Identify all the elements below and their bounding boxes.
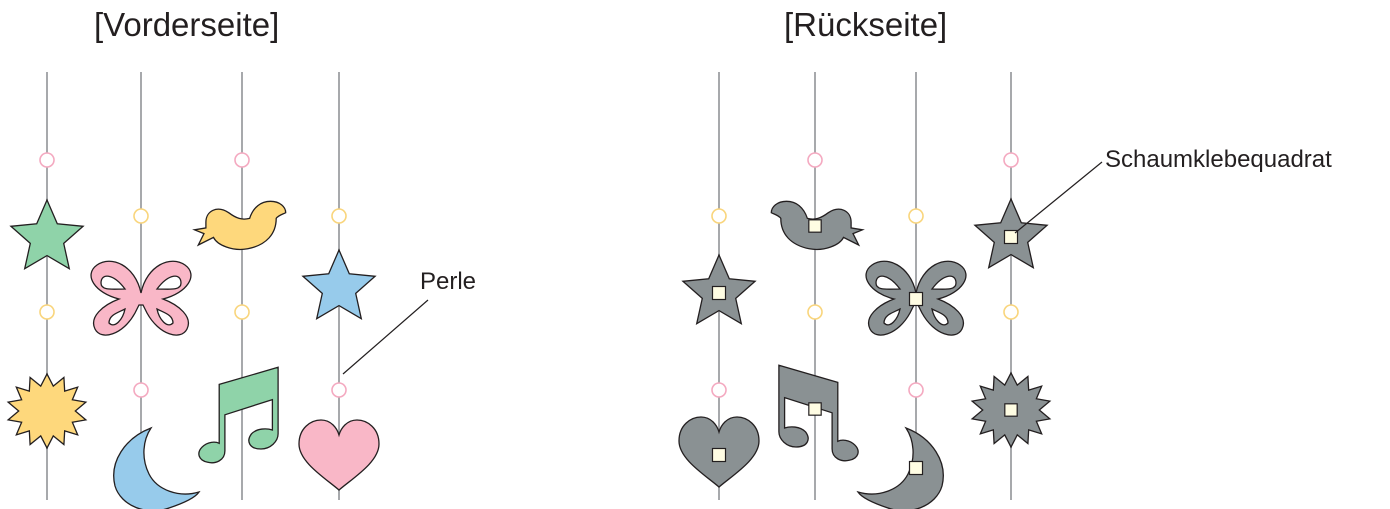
foam-square-callout-line [1015,162,1102,233]
sun-ornament [8,374,86,448]
bead-callout-label: Perle [420,270,476,294]
bead-pink [909,383,923,397]
foam-square-callout-label: Schaumklebequadrat [1105,148,1332,172]
music-note-ornament [199,367,278,462]
bead-pink [332,383,346,397]
foam-square [910,293,923,306]
front-side-title: [Vorderseite] [94,8,279,41]
sun-ornament [972,373,1050,447]
bead-pink [1004,153,1018,167]
bead-pink [40,153,54,167]
bead-yellow [235,305,249,319]
bead-yellow [332,209,346,223]
bead-yellow [808,305,822,319]
foam-square [809,220,821,232]
front-side [8,72,379,509]
bead-yellow [40,305,54,319]
moon-shape [114,428,199,509]
bird-ornament [195,201,286,249]
moon-shape [858,428,943,509]
foam-square [809,403,821,415]
bead-yellow [712,209,726,223]
foam-square [1005,404,1017,416]
bird-ornament [771,201,862,249]
music-note-ornament [779,365,858,460]
back-side [679,72,1050,509]
music-note-shape [199,367,278,462]
sun-shape [8,374,86,448]
bead-pink [712,383,726,397]
foam-square [713,449,726,462]
moon-ornament [114,428,199,509]
bead-yellow [134,209,148,223]
bead-pink [235,153,249,167]
bead-pink [134,383,148,397]
bead-yellow [909,209,923,223]
bead-pink [808,153,822,167]
back-side-title: [Rückseite] [784,8,947,41]
foam-square [713,287,726,300]
bird-shape [195,201,286,249]
foam-square [910,462,923,475]
moon-ornament [858,428,943,509]
bead-yellow [1004,305,1018,319]
